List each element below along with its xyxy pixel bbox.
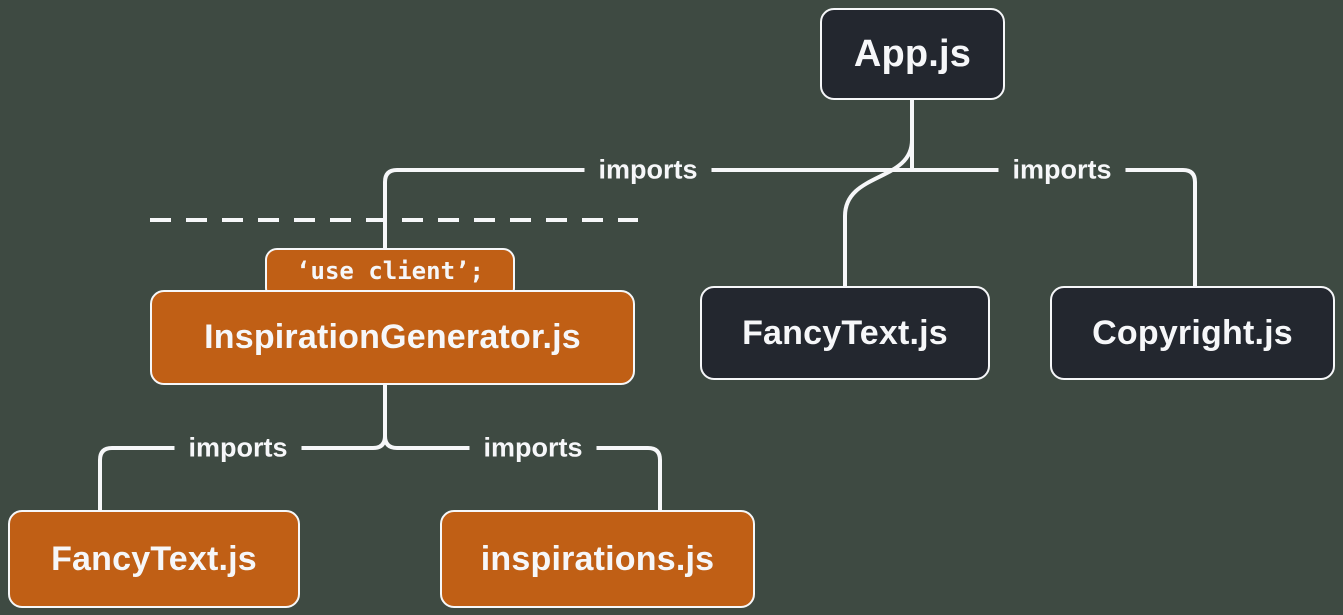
node-label: Copyright.js — [1092, 313, 1293, 352]
node-copyright-js: Copyright.js — [1050, 286, 1335, 380]
node-app-js: App.js — [820, 8, 1005, 100]
node-label: FancyText.js — [51, 539, 257, 578]
edge-label-imports: imports — [998, 152, 1126, 188]
edge-app-to-fancy-text-line — [843, 139, 914, 286]
node-label: App.js — [853, 32, 972, 75]
node-label: FancyText.js — [742, 313, 948, 352]
edge-label-imports: imports — [584, 152, 712, 188]
edge-app-to-copyright-line — [912, 168, 1197, 286]
node-inspiration-generator-js: InspirationGenerator.js — [150, 290, 635, 385]
node-fancy-text-js-server: FancyText.js — [700, 286, 990, 380]
edge-label-imports: imports — [469, 430, 597, 466]
use-client-directive-text: ‘use client’; — [296, 257, 484, 285]
node-label: InspirationGenerator.js — [204, 318, 581, 356]
edge-label-imports: imports — [174, 430, 302, 466]
edge-app-to-inspiration-generator-line — [383, 168, 912, 250]
node-fancy-text-js-client: FancyText.js — [8, 510, 300, 608]
node-label: inspirations.js — [480, 539, 715, 578]
node-inspirations-js: inspirations.js — [440, 510, 755, 608]
